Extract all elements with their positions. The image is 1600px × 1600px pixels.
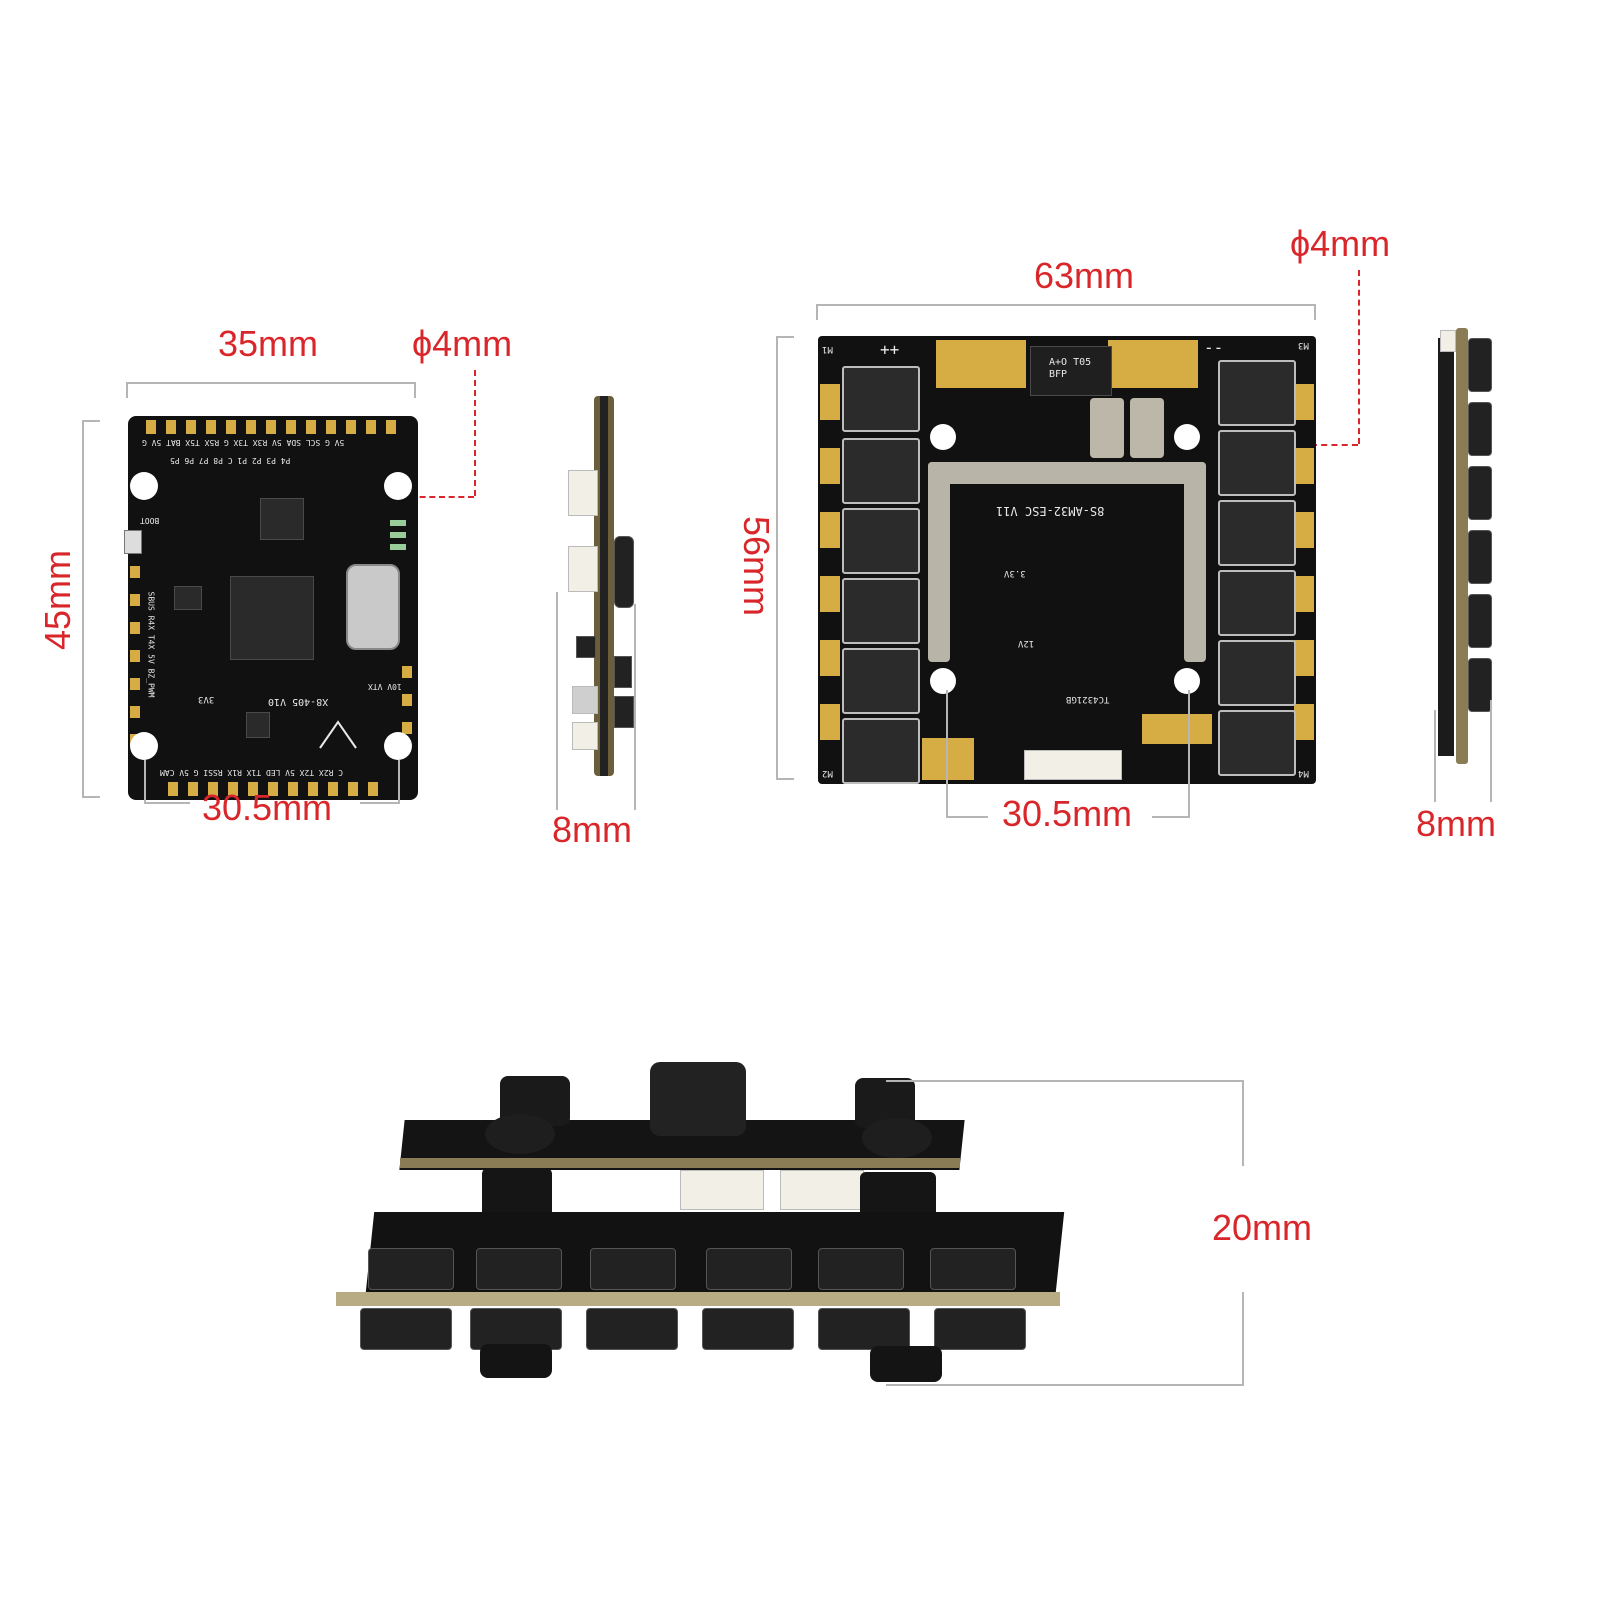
esc-width-line — [816, 304, 1316, 306]
esc-width-tick-right — [1314, 304, 1316, 320]
stack-height-vline-lower — [1242, 1292, 1244, 1386]
fc-height-tick-bottom — [82, 796, 100, 798]
fc-hole-label: ϕ4mm — [412, 323, 513, 364]
fc-boot-label: BOOT — [140, 516, 160, 525]
stack-height-line-bottom — [886, 1384, 1244, 1386]
fc-side-line-right — [634, 604, 636, 810]
stack-height-vline-upper — [1242, 1080, 1244, 1166]
fc-thickness-label: 8mm — [552, 809, 632, 850]
fc-model-text: X8-405 V10 — [268, 696, 329, 707]
esc-power-minus: -- — [1204, 338, 1224, 357]
fc-usb-c-port — [346, 564, 400, 650]
esc-height-tick-bottom — [776, 778, 794, 780]
fc-width-line — [126, 382, 416, 384]
fc-hole-line-right-h — [360, 802, 400, 804]
esc-height-line — [776, 336, 778, 780]
stack-side-view — [330, 1062, 1070, 1392]
fc-pad-labels-bottom: C R2X T2X 5V LED T1X R1X RSSI G 5V CAM — [160, 768, 344, 777]
esc-width-tick-left — [816, 304, 818, 320]
esc-motor-label-m4: M4 — [1298, 768, 1309, 778]
esc-width-label: 63mm — [1034, 255, 1135, 296]
fc-side-view — [564, 396, 640, 776]
esc-motor-label-m1: M1 — [822, 344, 833, 354]
stack-height-line-top — [886, 1080, 1244, 1082]
fc-pad-labels-right: 10V VTX — [368, 682, 402, 691]
esc-thickness-label: 8mm — [1416, 803, 1496, 844]
esc-pcb: A+O T05 BFP 8S-AM32-ESC V11 TC4321GB 3.3… — [818, 336, 1316, 784]
fc-pad-labels-top2: P4 P3 P2 P1 C P8 P7 P6 P5 — [170, 456, 291, 465]
fc-3v3-label: 3V3 — [198, 694, 215, 704]
esc-height-label: 56mm — [736, 515, 778, 617]
fc-hole-line-right-v — [398, 760, 400, 804]
fc-height-label: 45mm — [37, 549, 79, 651]
esc-mcu-text: TC4321GB — [1066, 694, 1110, 704]
esc-12v-text: 12V — [1018, 638, 1035, 648]
esc-3v3-text: 3.3V — [1004, 568, 1026, 578]
fc-mcu-chip — [230, 576, 314, 660]
esc-side-view — [1426, 328, 1496, 764]
fc-hole-line-left-v — [144, 760, 146, 804]
esc-hole-label: ϕ4mm — [1290, 223, 1391, 264]
esc-hole-line-left-v — [946, 690, 948, 818]
esc-model-text: 8S-AM32-ESC V11 — [996, 504, 1105, 518]
esc-power-plus: ++ — [880, 340, 900, 359]
esc-hole-spacing-label: 30.5mm — [1002, 793, 1133, 834]
fc-pad-labels-left: SBUS R4X T4X 5V BZ_PWM — [146, 591, 156, 698]
fc-hole-spacing-label: 30.5mm — [202, 787, 333, 828]
esc-side-line-left — [1434, 710, 1436, 802]
fc-pad-labels-top: 5V G SCL SDA 5V R3X T3X G R5X T5X BAT 5V… — [142, 438, 345, 447]
esc-hole-leader-v — [1358, 270, 1360, 444]
fc-height-tick-top — [82, 420, 100, 422]
fc-width-label: 35mm — [218, 323, 319, 364]
fc-side-line-left — [556, 592, 558, 810]
esc-regulator-chip: A+O T05 BFP — [1030, 346, 1112, 396]
fc-pcb: 5V G SCL SDA 5V R3X T3X G R5X T5X BAT 5V… — [124, 416, 418, 800]
esc-hole-line-right-v — [1188, 690, 1190, 818]
fc-logo-icon — [319, 720, 357, 749]
fc-hole-leader-v — [474, 370, 476, 496]
esc-motor-label-m3: M3 — [1298, 340, 1309, 350]
fc-width-tick-right — [414, 382, 416, 398]
esc-side-line-right — [1490, 700, 1492, 802]
fc-hole-line-left-h — [144, 802, 190, 804]
fc-height-line — [82, 420, 84, 798]
fc-boot-button — [124, 530, 142, 554]
fc-width-tick-left — [126, 382, 128, 398]
stack-height-label: 20mm — [1212, 1207, 1313, 1248]
esc-hole-line-right-h — [1152, 816, 1190, 818]
esc-chip-text: A+O T05 BFP — [1049, 357, 1092, 380]
fc-hole-leader-h — [410, 496, 474, 498]
esc-hole-line-left-h — [946, 816, 988, 818]
esc-motor-label-m2: M2 — [822, 768, 833, 778]
esc-height-tick-top — [776, 336, 794, 338]
